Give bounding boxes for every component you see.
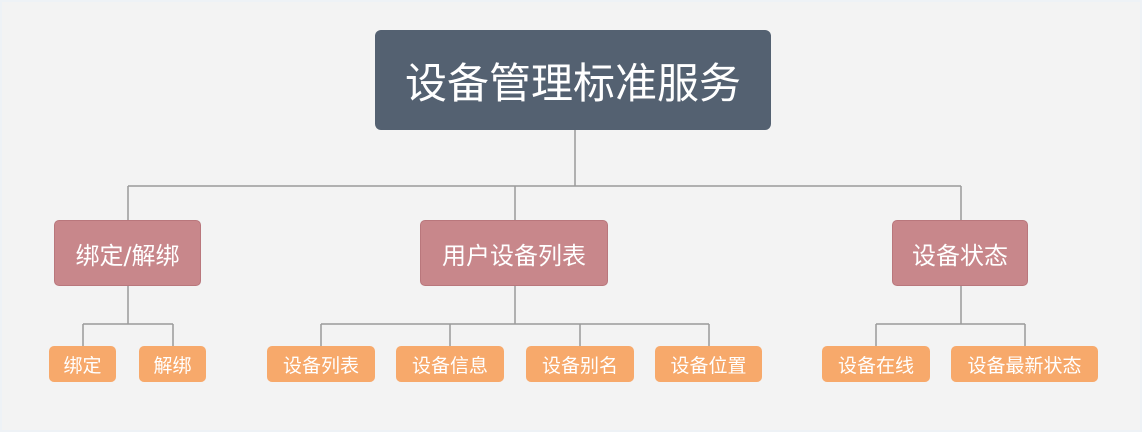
leaf-node-device-info: 设备信息 [396,346,504,382]
leaf-node-bind: 绑定 [49,346,116,382]
leaf-node-unbind: 解绑 [139,346,206,382]
branch-node-device-status: 设备状态 [892,220,1028,286]
leaf-node-device-latest-status: 设备最新状态 [951,346,1098,382]
branch-node-bind-unbind: 绑定/解绑 [54,220,201,286]
leaf-node-device-online: 设备在线 [822,346,930,382]
leaf-node-device-alias: 设备别名 [526,346,634,382]
leaf-node-device-location: 设备位置 [655,346,762,382]
branch-node-user-device-list: 用户设备列表 [420,220,608,286]
leaf-node-device-list: 设备列表 [267,346,375,382]
root-node: 设备管理标准服务 [375,30,771,130]
